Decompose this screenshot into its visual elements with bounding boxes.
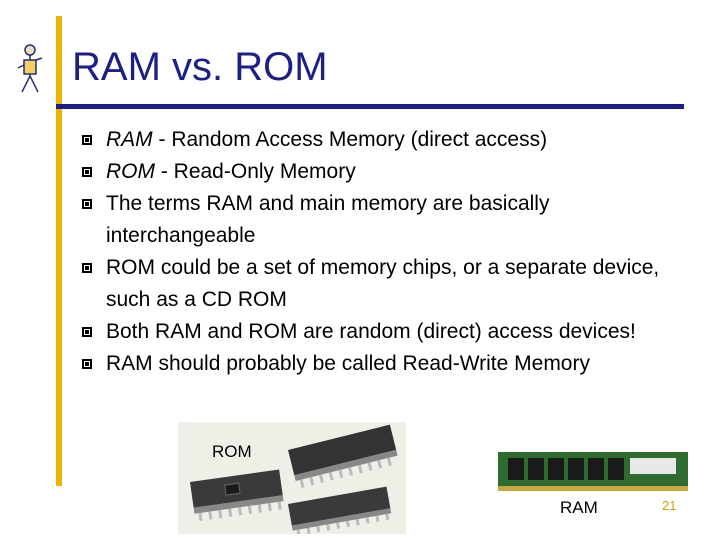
bullet-square-icon <box>82 167 92 177</box>
bullet-item: The terms RAM and main memory are basica… <box>82 188 682 252</box>
bullet-text: - Random Access Memory (direct access) <box>152 128 548 151</box>
bullet-text: - Read-Only Memory <box>155 160 356 183</box>
stick-figure-logo-icon <box>17 44 43 93</box>
bullet-square-icon <box>82 135 92 145</box>
bullet-square-icon <box>82 359 92 369</box>
bullet-square-icon <box>82 263 92 273</box>
bullet-text: RAM should probably be called Read-Write… <box>106 352 590 375</box>
bullet-item: ROM could be a set of memory chips, or a… <box>82 252 682 316</box>
rom-chips-image <box>178 422 406 536</box>
slide-title: RAM vs. ROM <box>72 45 328 89</box>
bullet-emphasis: ROM <box>106 160 155 183</box>
page-number: 21 <box>662 498 677 513</box>
bullet-item: Both RAM and ROM are random (direct) acc… <box>82 316 682 348</box>
bullet-item: ROM - Read-Only Memory <box>82 156 682 188</box>
rom-image-label: ROM <box>212 442 252 461</box>
bullet-square-icon <box>82 199 92 209</box>
title-rule <box>56 104 684 109</box>
bullet-square-icon <box>82 327 92 337</box>
bullet-text: Both RAM and ROM are random (direct) acc… <box>106 320 636 343</box>
bullet-item: RAM should probably be called Read-Write… <box>82 348 682 380</box>
ram-module-image <box>498 452 688 491</box>
bullet-text: ROM could be a set of memory chips, or a… <box>106 256 660 311</box>
accent-vertical-bar <box>56 16 62 486</box>
ram-image-label: RAM <box>560 498 598 517</box>
bullet-item: RAM - Random Access Memory (direct acces… <box>82 124 682 156</box>
bullet-list: RAM - Random Access Memory (direct acces… <box>82 124 682 380</box>
bullet-emphasis: RAM <box>106 128 153 151</box>
bullet-text: The terms RAM and main memory are basica… <box>106 192 550 247</box>
